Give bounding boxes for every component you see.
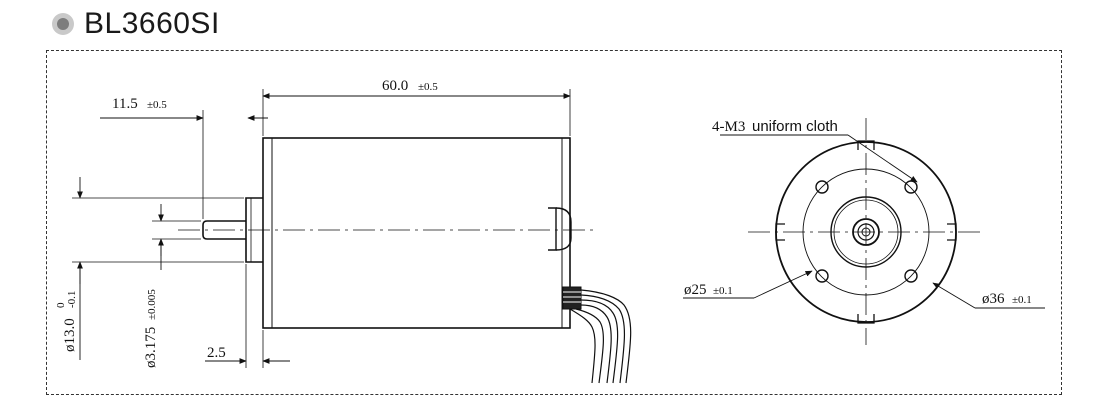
motor-shaft <box>202 220 246 240</box>
shoulder-dim-value: 2.5 <box>207 345 226 361</box>
length-dim-tolerance: ±0.5 <box>418 81 438 93</box>
header: BL3660SI <box>52 6 220 42</box>
length-dim-value: 60.0 <box>382 78 408 94</box>
boss-diameter-value: ø13.0 <box>62 318 78 352</box>
boss-diameter-dim: ø13.0 0 -0.1 <box>55 291 78 352</box>
front-boss-outline <box>830 196 902 268</box>
shaft-length-dim-value: 11.5 <box>112 96 138 112</box>
boss-diameter-tol-lower: -0.1 <box>66 291 78 308</box>
shaft-diameter-tolerance: ±0.005 <box>146 289 158 320</box>
front-view <box>683 118 1045 345</box>
page-title: BL3660SI <box>84 7 220 40</box>
shaft-diameter-dim: ø3.175 ±0.005 <box>143 289 159 368</box>
shaft-outline <box>852 218 880 246</box>
shaft-length-dim-tolerance: ±0.5 <box>147 99 167 111</box>
m3-holes <box>815 180 918 283</box>
front-boss <box>245 197 263 263</box>
drawing-frame <box>46 50 1062 395</box>
rim-notches <box>775 140 957 324</box>
pitch-diameter-value: ø25 <box>684 282 707 298</box>
flat-cable <box>569 289 632 384</box>
title-bullet-icon <box>52 13 74 35</box>
body-diameter-value: ø36 <box>982 291 1005 307</box>
side-view <box>72 89 632 384</box>
boss-diameter-tol-upper: 0 <box>55 302 67 308</box>
pitch-circle <box>802 168 930 296</box>
pitch-diameter-tolerance: ±0.1 <box>713 285 733 297</box>
motor-body <box>262 137 571 329</box>
holes-note-text: uniform cloth <box>752 118 838 135</box>
holes-note-code: 4-M3 <box>712 119 745 135</box>
body-diameter-tolerance: ±0.1 <box>1012 294 1032 306</box>
shaft-diameter-value: ø3.175 <box>143 327 159 368</box>
